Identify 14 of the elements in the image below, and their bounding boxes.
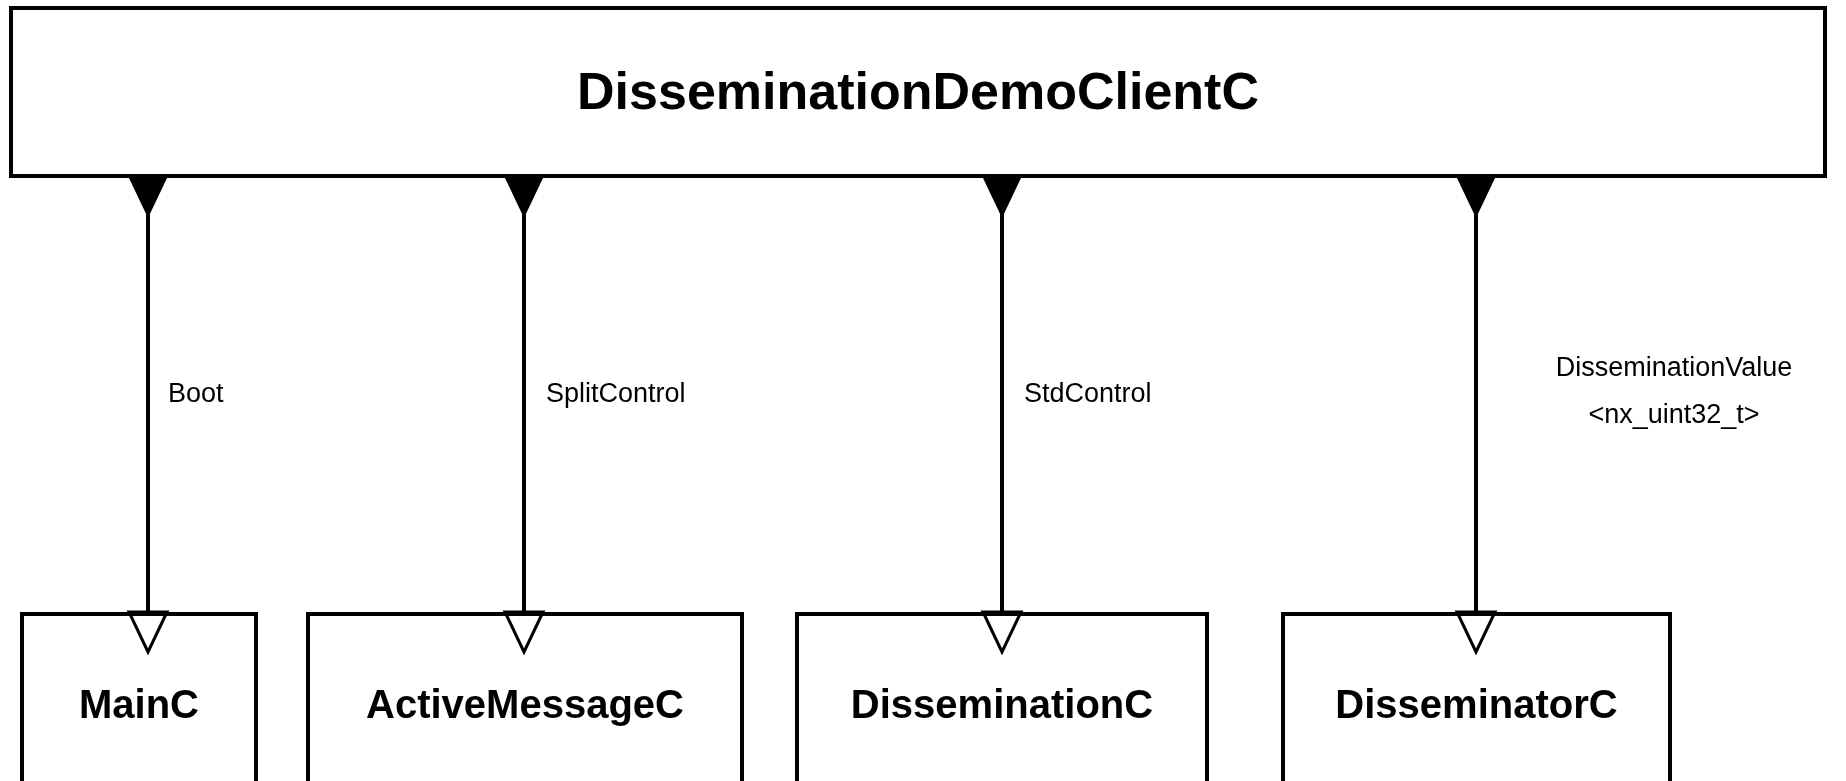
component-box <box>20 612 258 781</box>
component-name: MainC <box>79 681 199 728</box>
arrow <box>1455 178 1497 654</box>
component-box <box>795 612 1209 781</box>
component-name: DisseminatorC <box>1335 681 1618 728</box>
component-name: DisseminationDemoClientC <box>577 61 1259 122</box>
arrow <box>981 178 1023 654</box>
component-box <box>306 612 744 781</box>
component-box <box>9 6 1827 178</box>
arrow <box>503 178 545 654</box>
component-name: ActiveMessageC <box>366 681 684 728</box>
component-name: DisseminationC <box>850 681 1154 728</box>
arrow <box>127 178 169 654</box>
component-box <box>1281 612 1672 781</box>
